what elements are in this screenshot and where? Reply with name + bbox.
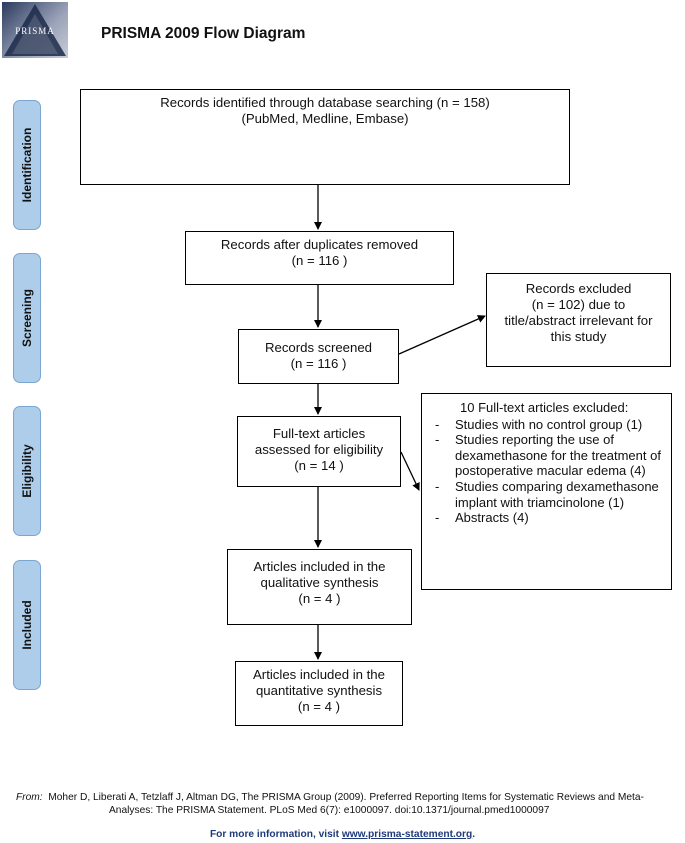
box-records-identified: Records identified through database sear…: [80, 89, 570, 185]
fulltext-excluded-heading: 10 Full-text articles excluded:: [460, 400, 629, 415]
from-label: From:: [16, 792, 43, 803]
arrow-fulltext-to-excluded: [400, 451, 420, 491]
arrow-screened-to-excluded: [398, 315, 486, 355]
triangle-logo-icon: [4, 4, 66, 56]
list-item: Studies with no control group (1): [430, 417, 665, 433]
list-item: Abstracts (4): [430, 510, 665, 526]
fulltext-excluded-list: Studies with no control group (1) Studie…: [430, 417, 665, 526]
footer-citation: From: Moher D, Liberati A, Tetzlaff J, A…: [16, 791, 656, 817]
phase-screening: Screening: [13, 253, 41, 383]
box-duplicates-removed: Records after duplicates removed (n = 11…: [185, 231, 454, 285]
box-records-screened: Records screened (n = 116 ): [238, 329, 399, 384]
phase-eligibility: Eligibility: [13, 406, 41, 536]
list-item: Studies reporting the use of dexamethaso…: [430, 432, 665, 479]
footer-more-info: For more information, visit www.prisma-s…: [209, 829, 476, 840]
box-quantitative-synthesis: Articles included in the quantitative sy…: [235, 661, 403, 726]
phase-identification: Identification: [13, 100, 41, 230]
phase-included: Included: [13, 560, 41, 690]
box-fulltext-assessed: Full-text articles assessed for eligibil…: [237, 416, 401, 487]
prisma-website-link[interactable]: www.prisma-statement.org: [341, 829, 473, 840]
logo-text: PRISMA: [15, 26, 55, 36]
box-records-excluded: Records excluded (n = 102) due to title/…: [486, 273, 671, 367]
citation-line-1: Moher D, Liberati A, Tetzlaff J, Altman …: [48, 792, 644, 803]
box-qualitative-synthesis: Articles included in the qualitative syn…: [227, 549, 412, 625]
list-item: Studies comparing dexamethasone implant …: [430, 479, 665, 510]
citation-line-2: Analyses: The PRISMA Statement. PLoS Med…: [109, 805, 550, 816]
prisma-logo: PRISMA: [2, 2, 68, 58]
page-title: PRISMA 2009 Flow Diagram: [101, 25, 306, 42]
box-fulltext-excluded: 10 Full-text articles excluded: Studies …: [421, 393, 672, 590]
